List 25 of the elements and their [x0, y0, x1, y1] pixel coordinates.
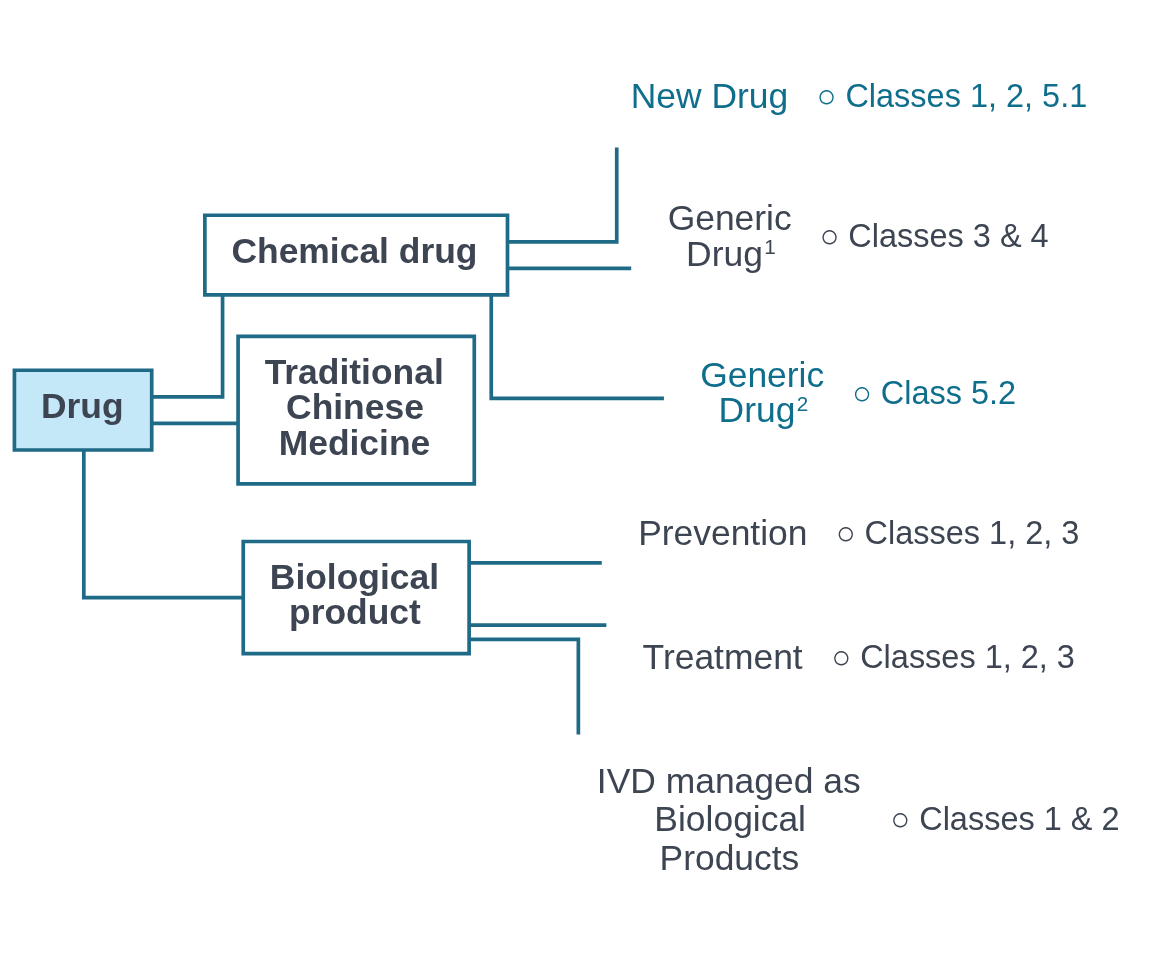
node-text: Prevention — [638, 512, 808, 553]
node-label: ○ Classes 1, 2, 5.1 — [816, 77, 1088, 114]
node-text: Treatment — [642, 636, 803, 677]
node-label: ○ Classes 1 & 2 — [890, 800, 1120, 837]
node-text: IVD managed as Biological Products — [596, 760, 861, 878]
connector — [81, 449, 244, 599]
connector — [469, 560, 602, 565]
connector — [469, 622, 607, 627]
node-box: Biological product — [241, 539, 471, 656]
node-box: Drug — [12, 367, 154, 452]
node-label: ○ Classes 1, 2, 3 — [835, 514, 1080, 551]
node-label: ○ Classes 1, 2, 3 — [831, 638, 1075, 675]
node-text: Generic Drug$^{2}$ — [700, 354, 825, 430]
node-box: Traditional Chinese Medicine — [236, 333, 477, 486]
connector — [489, 294, 664, 400]
connector — [508, 266, 632, 270]
connector — [152, 294, 225, 399]
node-box: Chemical drug — [203, 212, 510, 297]
node-label: ○ Class 5.2 — [852, 374, 1017, 411]
connector — [507, 147, 619, 244]
connector — [469, 637, 581, 734]
node-text: New Drug — [630, 75, 789, 116]
node-text: Generic Drug$^{1}$ — [667, 197, 792, 274]
node-label: ○ Classes 3 & 4 — [819, 217, 1049, 254]
connector — [152, 421, 238, 425]
